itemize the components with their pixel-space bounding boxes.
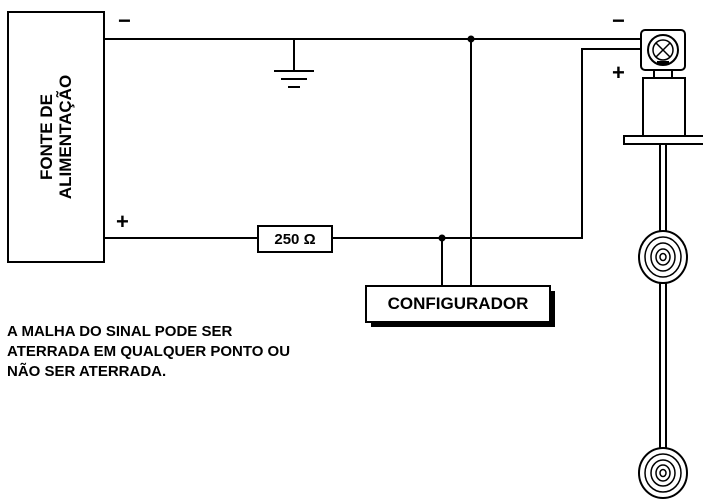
configurator-label: CONFIGURADOR: [387, 294, 529, 313]
note-line-3: NÃO SER ATERRADA.: [7, 363, 167, 380]
float-lower: [638, 447, 688, 499]
power-supply-label: FONTE DE ALIMENTAÇÃO: [8, 12, 104, 262]
power-supply-label-line2: ALIMENTAÇÃO: [56, 74, 75, 200]
psu-negative-sign: −: [118, 8, 131, 33]
positive-wire: [104, 48, 644, 239]
transmitter-positive-sign: +: [612, 60, 625, 85]
note-line-1: A MALHA DO SINAL PODE SER: [7, 323, 233, 340]
level-probe: [638, 144, 688, 499]
transmitter-icon: [623, 29, 703, 145]
grounding-note: A MALHA DO SINAL PODE SER ATERRADA EM QU…: [7, 322, 427, 382]
float-upper: [638, 230, 688, 284]
note-line-2: ATERRADA EM QUALQUER PONTO OU: [7, 343, 291, 360]
resistor-box: [257, 225, 333, 253]
psu-positive-sign: +: [116, 209, 129, 234]
power-supply-label-line1: FONTE DE: [37, 94, 56, 180]
transmitter-negative-sign: −: [612, 8, 625, 33]
power-supply-box: [7, 11, 105, 263]
ground-symbol: [274, 39, 314, 88]
resistor-label: 250 Ω: [274, 230, 316, 248]
configurator-box: [365, 285, 551, 323]
